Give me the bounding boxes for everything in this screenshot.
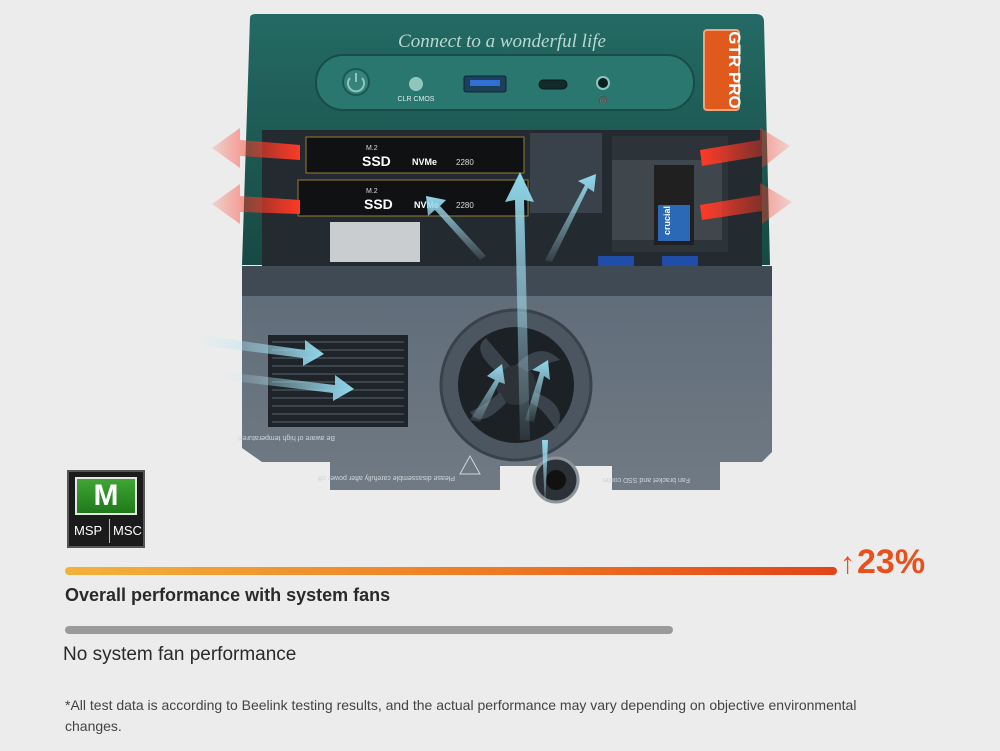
badge-msp-label: MSP bbox=[74, 523, 103, 538]
system-fan-icon bbox=[439, 308, 593, 462]
brand-tag-text: GTR PRO bbox=[725, 31, 744, 108]
svg-text:SSD: SSD bbox=[362, 153, 391, 169]
badge-m-logo: M bbox=[75, 477, 137, 515]
svg-text:M.2: M.2 bbox=[366, 145, 378, 152]
with-fans-performance-bar bbox=[65, 567, 837, 575]
cool-airflow-arrows bbox=[200, 172, 596, 510]
usb-c-port-icon bbox=[538, 79, 568, 90]
svg-text:crucial: crucial bbox=[662, 206, 672, 235]
svg-text:SSD: SSD bbox=[364, 196, 393, 212]
svg-text:2280: 2280 bbox=[456, 158, 474, 167]
without-fans-performance-bar bbox=[65, 626, 673, 634]
audio-jack-icon bbox=[596, 76, 610, 90]
without-fans-label: No system fan performance bbox=[63, 644, 297, 665]
ram-module: crucial bbox=[654, 165, 694, 245]
svg-text:M.2: M.2 bbox=[366, 188, 378, 195]
performance-gain: ↑23% bbox=[840, 540, 925, 586]
ssd-module-1: M.2 SSD NVMe 2280 bbox=[305, 136, 525, 174]
msp-msc-badge: M MSP MSC bbox=[67, 470, 145, 548]
power-button-icon bbox=[342, 68, 370, 96]
clr-cmos-icon bbox=[409, 77, 423, 91]
warning-text-1: Be aware of high temperatures! bbox=[237, 434, 335, 441]
hot-airflow-arrows bbox=[212, 128, 792, 224]
brand-tag: GTR PRO bbox=[703, 29, 744, 111]
clr-cmos-label: CLR CMOS bbox=[398, 96, 435, 103]
badge-msc-label: MSC bbox=[109, 519, 142, 543]
up-arrow-icon: ↑ bbox=[840, 547, 855, 580]
ssd-module-2: M.2 SSD NVMe 2280 bbox=[297, 179, 529, 217]
mini-pc-illustration: Connect to a wonderful life CLR CMOS 🎧 G… bbox=[200, 14, 792, 510]
performance-gain-value: 23% bbox=[857, 543, 926, 581]
svg-text:NVMe: NVMe bbox=[414, 200, 439, 210]
warning-text-2: Please disassemble carefully after power… bbox=[318, 474, 455, 481]
svg-text:NVMe: NVMe bbox=[412, 157, 437, 167]
warning-text-3: Fan bracket and SSD cooler bbox=[601, 476, 690, 483]
headphone-icon: 🎧 bbox=[598, 94, 608, 104]
warning-triangle-icon bbox=[459, 454, 481, 475]
disclaimer-text: *All test data is according to Beelink t… bbox=[65, 697, 857, 734]
svg-text:2280: 2280 bbox=[456, 201, 474, 210]
with-fans-label: Overall performance with system fans bbox=[65, 585, 391, 605]
device-slogan: Connect to a wonderful life bbox=[398, 31, 606, 52]
